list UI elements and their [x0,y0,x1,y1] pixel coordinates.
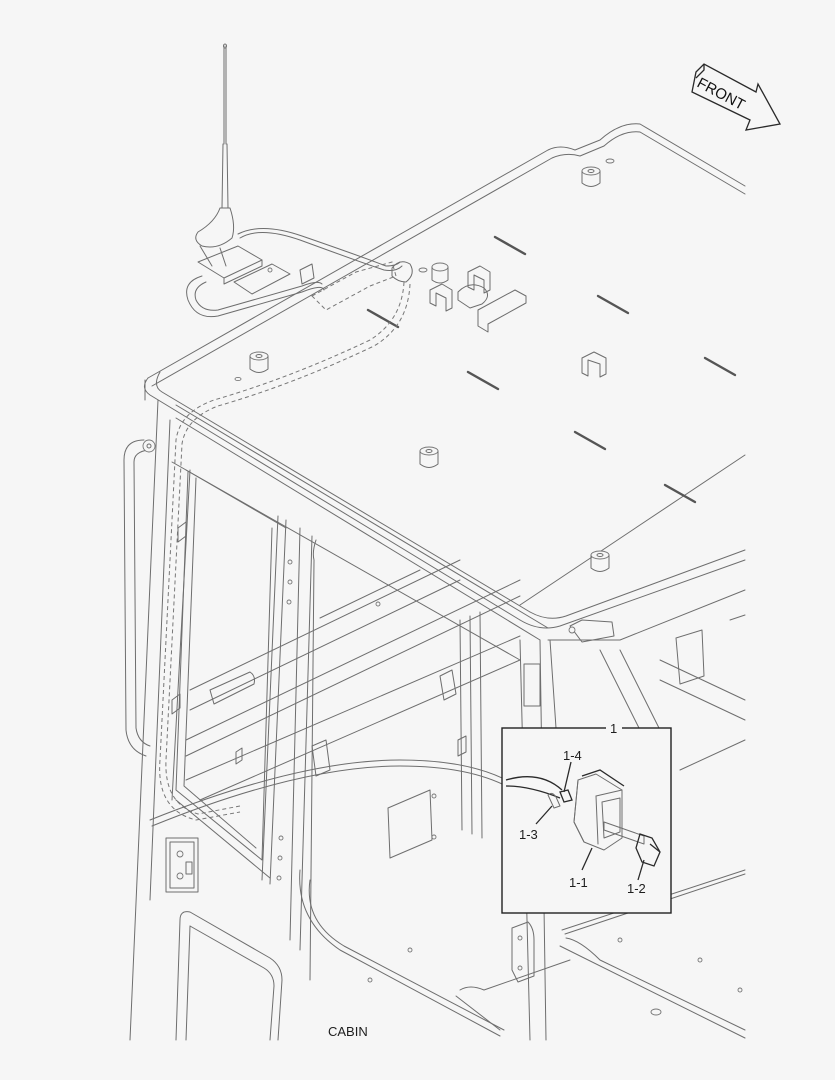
diagram-caption: CABIN [328,1024,368,1039]
dashed-cable-route [159,281,411,821]
roof-brackets [429,265,607,378]
roof-slots [366,235,737,504]
callout-1-4: 1-4 [563,748,582,763]
boss-3 [249,351,269,373]
antenna-assembly [186,43,413,318]
callout-1-3: 1-3 [519,827,538,842]
boss-5 [590,550,610,572]
callout-1-1: 1-1 [569,875,588,890]
interior-beams [185,539,541,981]
cabin-roof [144,123,746,641]
boss-4 [419,446,439,468]
cable-to-switch-2 [151,765,511,827]
boss-1 [581,158,615,187]
callout-1-2: 1-2 [627,881,646,896]
inset-reference-number: 1 [610,721,617,736]
front-direction-arrow: FRONT [691,63,782,131]
cabin-left-side [123,399,521,1041]
cable-to-switch [149,759,511,821]
roof-bosses [234,158,615,572]
boss-2 [418,262,449,284]
detail-inset: 1 1-4 1-3 1-1 1-2 [501,720,672,914]
